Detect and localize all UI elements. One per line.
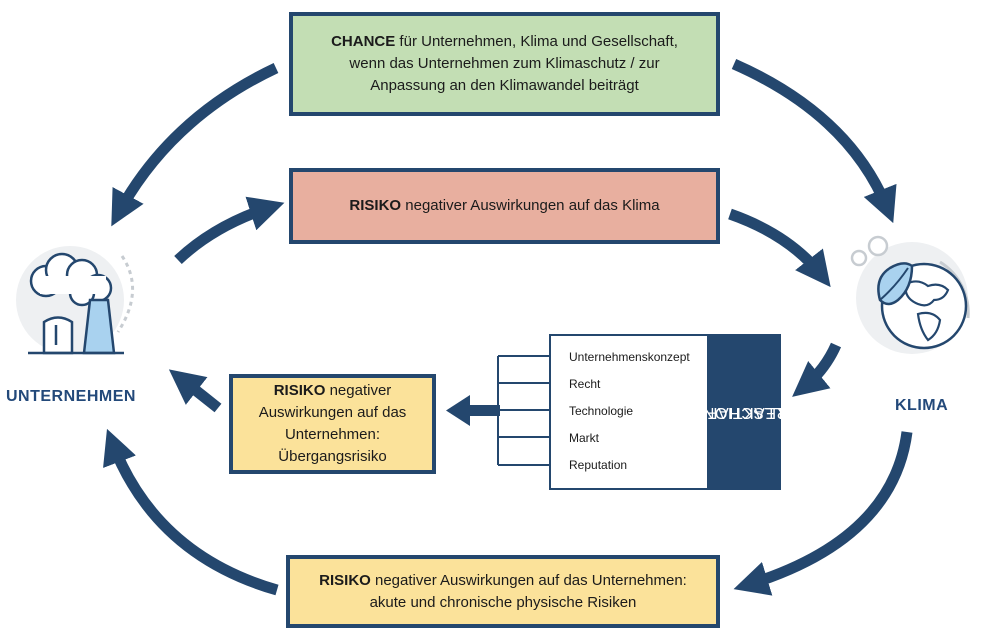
- arrow-chance-to-climate: [731, 58, 897, 224]
- society-title-line2: GESELLSCHAFT: [696, 403, 830, 421]
- transition-risk-line1: negativer: [325, 382, 392, 399]
- transition-risk-box: RISIKO negativer Auswirkungen auf das Un…: [229, 374, 436, 474]
- arrow-chance-to-company: [111, 63, 279, 227]
- climate-globe-icon: [850, 235, 970, 354]
- transition-risk-keyword: RISIKO: [273, 382, 326, 399]
- arrow-transition-risk-to-company: [168, 369, 222, 413]
- arrow-society-to-transition-risk: [446, 395, 500, 426]
- transition-risk-line4: Übergangsrisiko: [278, 448, 387, 465]
- company-label: UNTERNEHMEN: [6, 388, 136, 405]
- physical-risk-keyword: RISIKO: [319, 571, 371, 589]
- transition-risk-line3: Unternehmen:: [284, 426, 381, 443]
- arrow-climate-to-physical-risk: [733, 431, 913, 596]
- chance-box: CHANCE für Unternehmen, Klima und Gesell…: [289, 12, 720, 116]
- physical-risk-box: RISIKO negativer Auswirkungen auf das Un…: [286, 555, 720, 628]
- climate-label: KLIMA: [895, 397, 949, 414]
- physical-risk-line1: negativer Auswirkungen auf das Unternehm…: [370, 571, 687, 589]
- arrow-risk-climate-to-climate: [728, 208, 831, 288]
- transition-risk-line2: Auswirkungen auf das: [258, 404, 407, 421]
- risk-climate-box: RISIKO negativer Auswirkungen auf das Kl…: [289, 168, 720, 244]
- factory-icon: [16, 246, 134, 355]
- society-item-technology: Technologie: [569, 404, 634, 418]
- chance-line1: für Unternehmen, Klima und Gesellschaft,: [395, 33, 678, 50]
- physical-risk-line2: akute und chronische physische Risiken: [369, 593, 637, 611]
- risk-climate-text: negativer Auswirkungen auf das Klima: [401, 197, 660, 214]
- arrow-climate-to-society: [792, 342, 842, 397]
- society-item-concept: Unternehmenskonzept: [569, 350, 690, 364]
- chance-keyword: CHANCE: [331, 33, 396, 50]
- chance-line3: Anpassung an den Klimawandel beiträgt: [370, 77, 639, 94]
- society-title: REAKTION DER GESELLSCHAFT: [662, 334, 829, 490]
- society-item-market: Markt: [569, 431, 599, 445]
- society-item-reputation: Reputation: [569, 458, 628, 472]
- society-title-bar: [707, 334, 781, 490]
- chance-line2: wenn das Unternehmen zum Klimaschutz / z…: [349, 55, 660, 72]
- risk-climate-keyword: RISIKO: [349, 197, 402, 214]
- society-item-law: Recht: [569, 377, 601, 391]
- arrow-physical-risk-to-company: [103, 428, 279, 596]
- arrow-company-to-risk-climate: [174, 196, 285, 265]
